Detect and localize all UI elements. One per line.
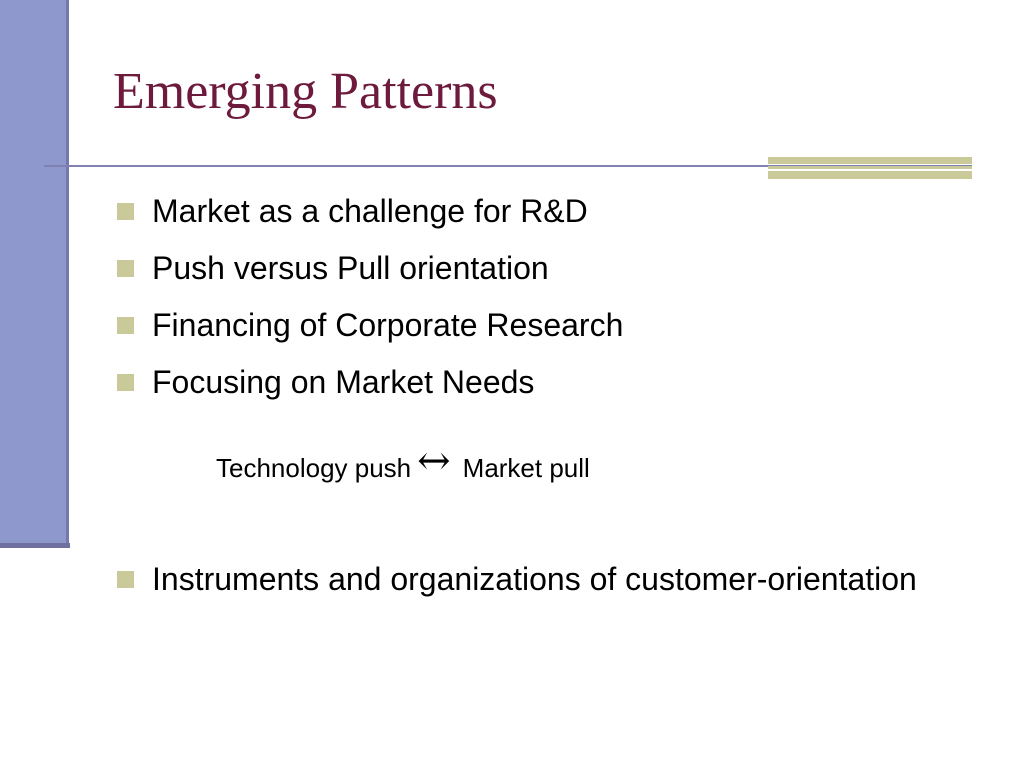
square-bullet-icon [117,203,134,220]
square-bullet-icon [117,317,134,334]
bullet-item: Push versus Pull orientation [116,247,976,289]
bullet-list-2: Instruments and organizations of custome… [116,556,976,617]
accent-stripe [768,171,972,179]
slide-title: Emerging Patterns [113,63,498,120]
bullet-item: Focusing on Market Needs [116,361,976,403]
square-bullet-icon [117,571,134,588]
left-bar-shadow [0,543,70,548]
technology-push-label: Technology push [216,453,412,483]
left-bar-edge [66,0,69,548]
bullet-list: Market as a challenge for R&D Push versu… [116,190,976,418]
market-pull-label: Market pull [462,453,590,483]
left-decorative-bar [0,0,66,546]
bullet-text: Market as a challenge for R&D [152,193,588,229]
accent-stripe [768,157,972,164]
accent-stripes [768,157,972,179]
square-bullet-icon [117,260,134,277]
push-pull-line: Technology push↔ Market pull [216,441,590,488]
bullet-text: Focusing on Market Needs [152,364,535,400]
square-bullet-icon [117,374,134,391]
bullet-text: Financing of Corporate Research [152,307,624,343]
title-divider [44,165,972,167]
accent-stripe [768,166,972,169]
bullet-item: Instruments and organizations of custome… [116,556,976,602]
bullet-item: Market as a challenge for R&D [116,190,976,232]
bullet-item: Financing of Corporate Research [116,304,976,346]
bullet-text: Push versus Pull orientation [152,250,549,286]
bullet-text: Instruments and organizations of custome… [152,561,917,597]
left-right-arrow-icon: ↔ [417,438,451,484]
